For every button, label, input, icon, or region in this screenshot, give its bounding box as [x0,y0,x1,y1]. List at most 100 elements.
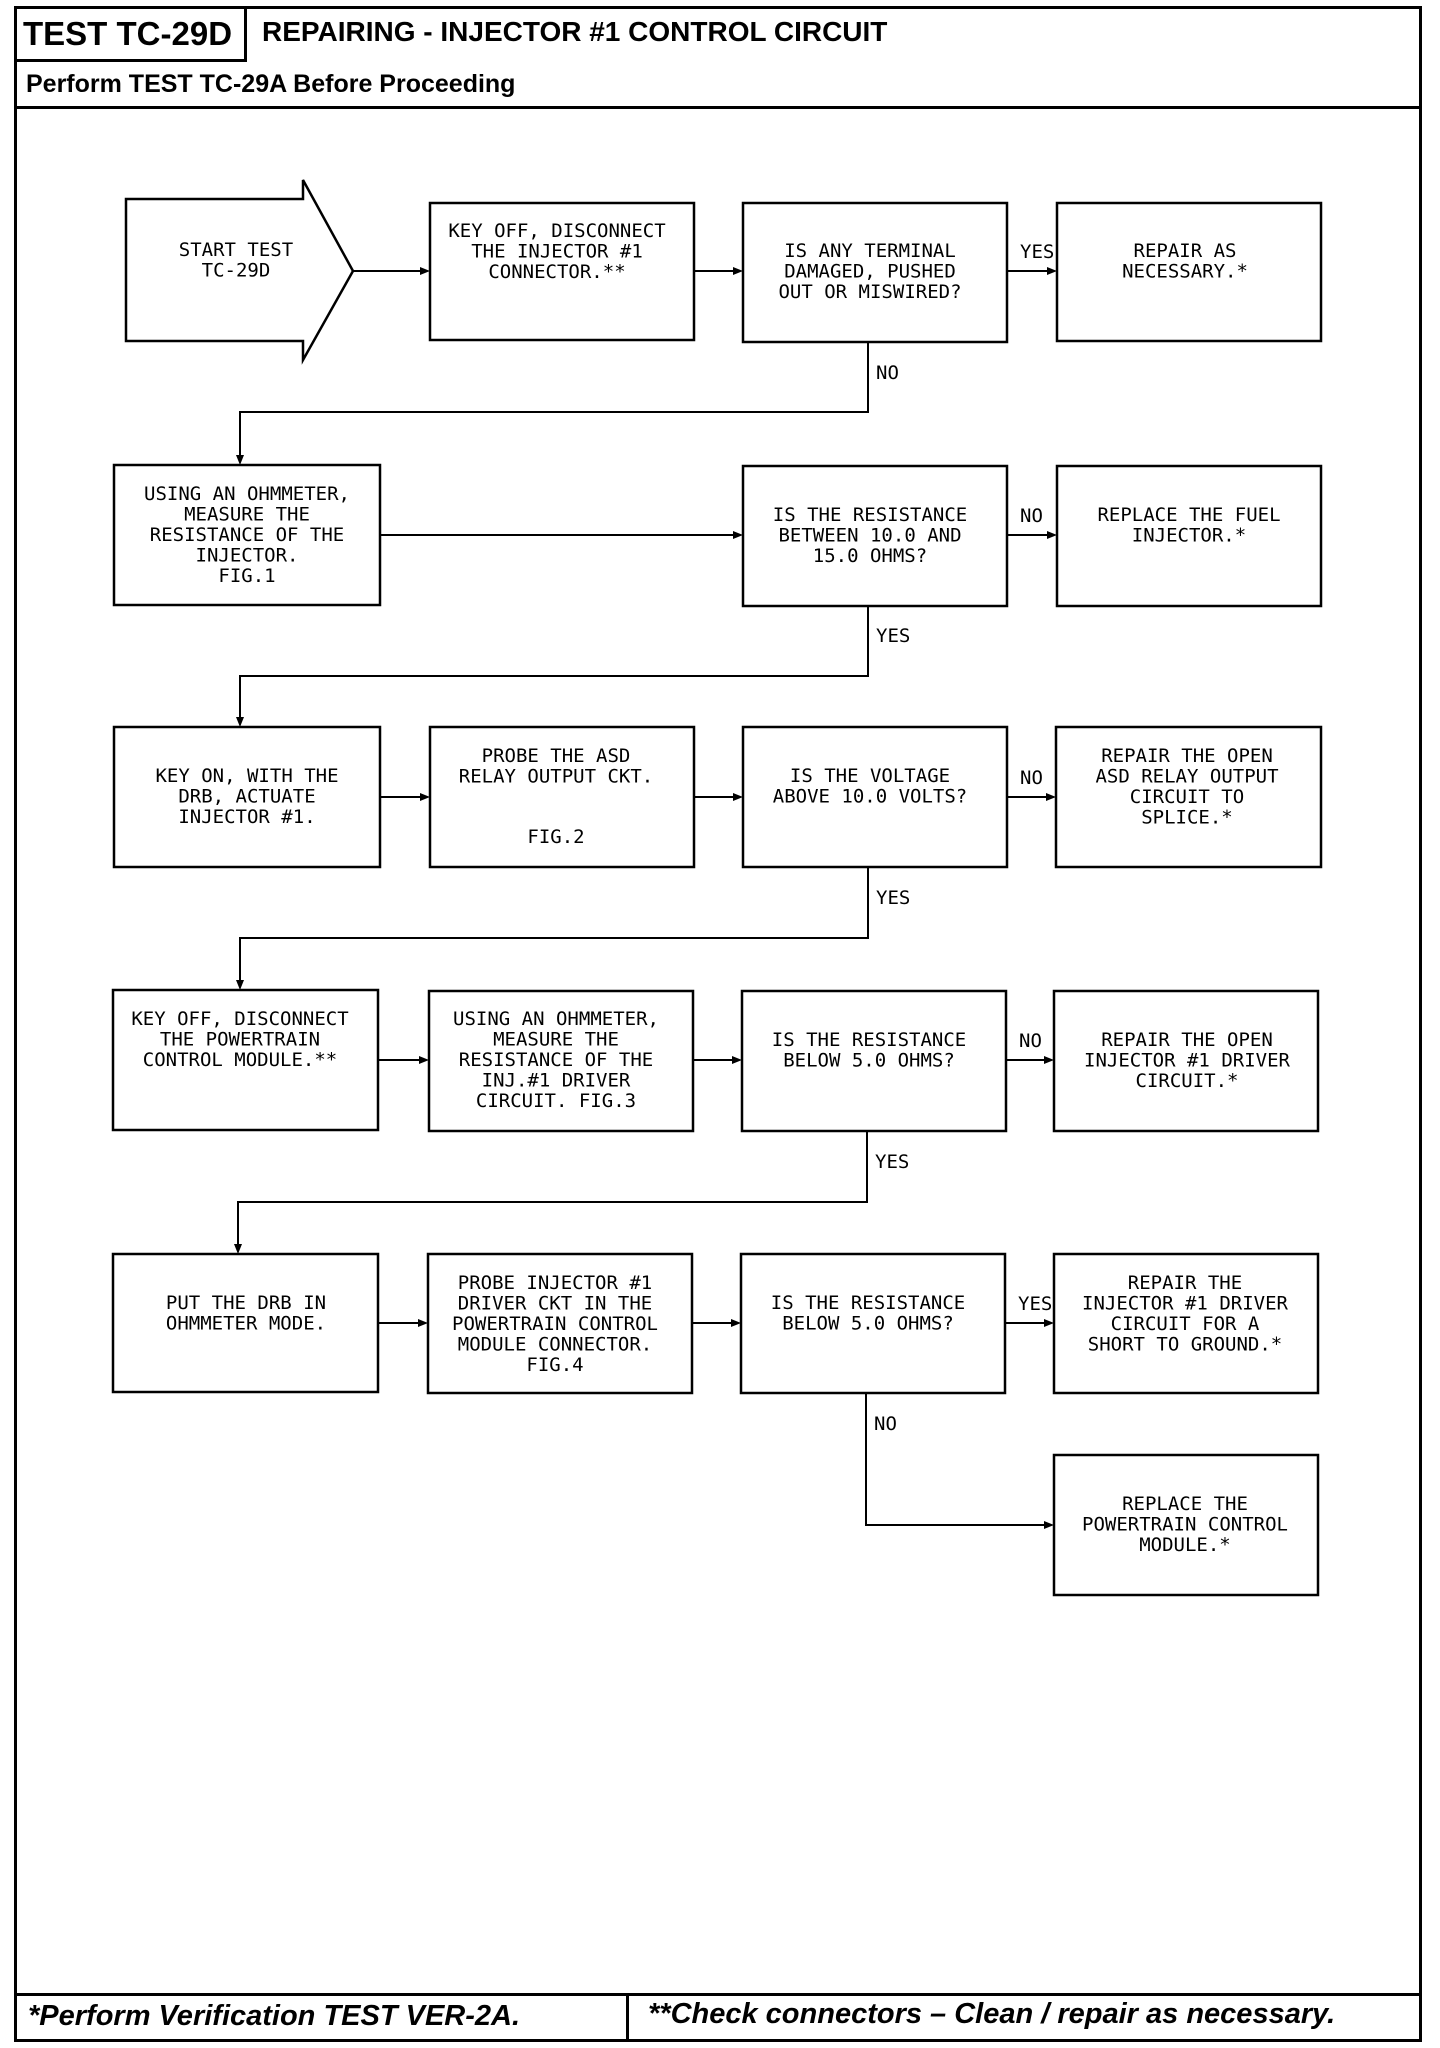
r4-result-line: INJECTOR #1 DRIVER [1084,1050,1290,1072]
r1-step-line: KEY OFF, DISCONNECT [448,220,665,242]
r5-probe-line: MODULE CONNECTOR. [458,1334,652,1356]
r3-step-box [112,725,382,869]
r4-result-box [1052,989,1320,1133]
page-frame [14,6,1422,2042]
edge-label-r2-yes: YES [876,625,910,647]
r5-step-line: PUT THE DRB IN [166,1292,326,1314]
start-arrow [124,179,355,365]
r3-probe-box [428,725,696,869]
r2-step-line: RESISTANCE OF THE [150,524,344,546]
connectors [234,267,1057,1529]
r2-result-line: REPLACE THE FUEL [1097,504,1280,526]
r5-result-yes-line: SHORT TO GROUND.* [1088,1334,1282,1356]
r4-step-box [111,988,380,1132]
r3-step-line: KEY ON, WITH THE [155,765,338,787]
header-divider [17,106,1419,109]
r3-probe-line: PROBE THE ASD [482,745,631,767]
r5-result-yes-line: INJECTOR #1 DRIVER [1082,1293,1288,1315]
r3-step-line: DRB, ACTUATE [178,786,315,808]
r5-step-box [111,1252,380,1394]
r4-step-line: THE POWERTRAIN [160,1029,320,1051]
edge-label-r2-no: NO [1020,505,1043,527]
r1-step-line: CONNECTOR.** [488,261,625,283]
footnote-single-asterisk: *Perform Verification TEST VER-2A. [28,2000,521,2032]
r2-step-line: USING AN OHMMETER, [144,483,350,505]
r4-step-line: KEY OFF, DISCONNECT [131,1008,348,1030]
r4-measure-box [427,989,695,1133]
r3-result-line: REPAIR THE OPEN [1101,745,1273,767]
r2-question-box [741,464,1009,608]
r3-question-line: IS THE VOLTAGE [790,765,950,787]
r4-measure-line: CIRCUIT. FIG.3 [476,1090,636,1112]
r2-step-line: FIG.1 [218,565,275,587]
r4-measure-line: RESISTANCE OF THE [459,1049,653,1071]
r5-result-yes-line: CIRCUIT FOR A [1111,1313,1260,1335]
r1-question-line: IS ANY TERMINAL [784,240,956,262]
edge-label-r1-yes: YES [1020,241,1054,263]
r5-result-no-line: REPLACE THE [1122,1493,1248,1515]
r5-result-no-line: POWERTRAIN CONTROL [1082,1514,1288,1536]
r1-step-line: THE INJECTOR #1 [471,241,643,263]
r5-result-no-line: MODULE.* [1139,1534,1231,1556]
edge-label-r4-yes: YES [875,1151,909,1173]
r5-step-line: OHMMETER MODE. [166,1313,326,1335]
r4-question-line: BELOW 5.0 OHMS? [783,1050,955,1072]
r4-result-line: CIRCUIT.* [1136,1070,1239,1092]
test-id: TEST TC-29D [17,9,247,62]
edge-label-r4-no: NO [1019,1030,1042,1052]
r5-question-box [739,1252,1007,1395]
r5-probe-line: POWERTRAIN CONTROL [452,1313,658,1335]
footnote-double-asterisk: **Check connectors – Clean / repair as n… [648,1998,1336,2030]
r5-probe-box [426,1252,694,1395]
r4-measure-line: MEASURE THE [493,1029,619,1051]
r3-result-line: SPLICE.* [1141,807,1233,829]
edge-label-r5-yes: YES [1018,1293,1052,1315]
r5-result-yes-line: REPAIR THE [1128,1272,1242,1294]
r2-step-line: INJECTOR. [196,545,299,567]
r5-result-yes-box [1052,1252,1320,1395]
r4-result-line: REPAIR THE OPEN [1101,1029,1273,1051]
r3-question-line: ABOVE 10.0 VOLTS? [773,786,967,808]
r3-result-line: ASD RELAY OUTPUT [1095,766,1278,788]
prerequisite-note: Perform TEST TC-29A Before Proceeding [26,70,516,98]
footer-separator [626,1996,629,2039]
edge-label-r3-no: NO [1020,767,1043,789]
page-title: REPAIRING - INJECTOR #1 CONTROL CIRCUIT [262,16,888,47]
r4-question-box [740,989,1008,1133]
r2-question-line: 15.0 OHMS? [813,545,927,567]
r4-measure-line: INJ.#1 DRIVER [482,1070,631,1092]
r3-probe-line: RELAY OUTPUT CKT. [459,766,653,788]
r1-result-box [1055,201,1323,343]
r5-probe-line: FIG.4 [526,1354,583,1376]
r3-step-line: INJECTOR #1. [178,806,315,828]
r5-result-no-box [1052,1453,1320,1597]
r5-question-line: BELOW 5.0 OHMS? [782,1313,954,1335]
r3-question-box [741,725,1009,869]
r4-question-line: IS THE RESISTANCE [772,1029,966,1051]
r2-result-box [1055,464,1323,608]
footer-divider [17,1993,1419,1996]
r3-result-line: CIRCUIT TO [1130,786,1244,808]
r1-question-line: DAMAGED, PUSHED [784,261,956,283]
r5-probe-line: PROBE INJECTOR #1 [458,1272,652,1294]
start-line: START TEST [179,239,293,261]
